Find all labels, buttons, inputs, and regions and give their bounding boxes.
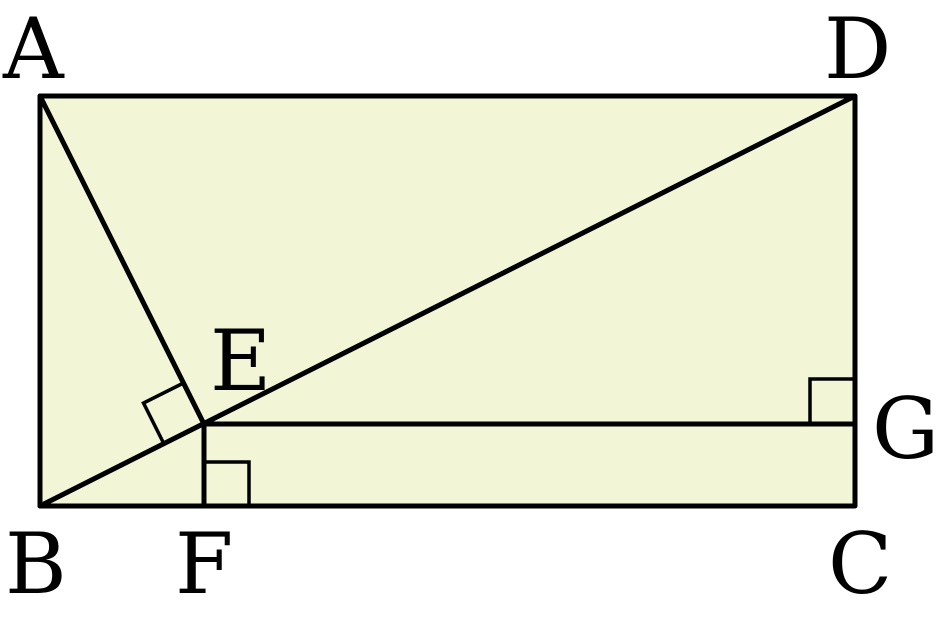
- segment-ae: [37, 93, 207, 427]
- label-b: B: [5, 515, 67, 613]
- right-angle-mark-e: [141, 381, 185, 444]
- label-e: E: [210, 312, 271, 410]
- label-f: F: [175, 515, 233, 613]
- right-angle-mark-f: [204, 460, 251, 506]
- label-d: D: [824, 0, 891, 98]
- label-g: G: [872, 380, 939, 478]
- label-c: C: [828, 515, 892, 613]
- segment-bd: [37, 93, 858, 509]
- rectangle-abcd: [37, 93, 858, 509]
- right-angle-mark-g: [808, 377, 855, 424]
- label-a: A: [2, 0, 65, 98]
